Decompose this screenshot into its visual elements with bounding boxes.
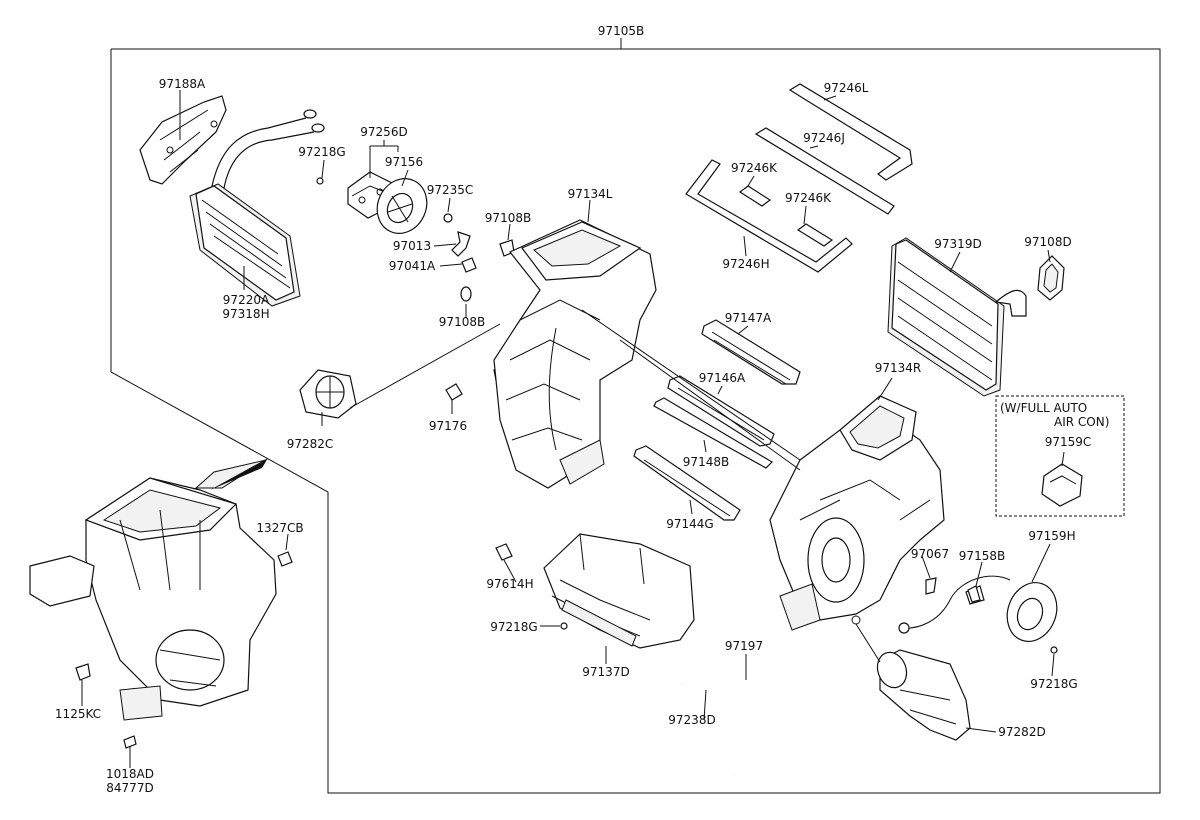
label-97218G-top: 97218G (298, 145, 345, 159)
part-labels: 97105B 97188A 97218G 97256D 97156 97235C… (55, 24, 1109, 795)
bracket-97188A (139, 95, 227, 185)
label-1327CB: 1327CB (256, 521, 303, 535)
label-97246H: 97246H (722, 257, 769, 271)
label-97137D: 97137D (582, 665, 629, 679)
label-97146A: 97146A (699, 371, 746, 385)
label-97246K-2: 97246K (785, 191, 832, 205)
label-97148B: 97148B (683, 455, 729, 469)
label-97614H: 97614H (486, 577, 533, 591)
label-97013: 97013 (393, 239, 431, 253)
main-frame (110, 48, 1161, 794)
hose-97238D (681, 681, 769, 778)
misc-parts (495, 543, 1058, 654)
option-box (995, 395, 1125, 517)
label-97108B-mid: 97108B (439, 315, 485, 329)
label-97159C: 97159C (1045, 435, 1092, 449)
label-97238D: 97238D (668, 713, 715, 727)
label-97282C: 97282C (287, 437, 334, 451)
heater-core (189, 109, 325, 307)
case-right-97134R (769, 395, 945, 631)
label-97246K-1: 97246K (731, 161, 778, 175)
blower-97282D (876, 649, 971, 741)
label-97218G-mid: 97218G (490, 620, 537, 634)
fasteners-lower-left (75, 551, 293, 762)
label-1018AD: 1018AD (106, 767, 154, 781)
label-97319D: 97319D (934, 237, 981, 251)
actuator-97159C (1041, 463, 1083, 507)
seal-strips (685, 83, 913, 273)
label-97246J: 97246J (803, 131, 845, 145)
label-97235C: 97235C (427, 183, 474, 197)
seal-97108D (1037, 255, 1065, 301)
small-fasteners (316, 177, 515, 401)
label-97282D: 97282D (998, 725, 1045, 739)
case-left-97134L (493, 219, 657, 489)
label-97218G-right: 97218G (1030, 677, 1077, 691)
label-97108B-top: 97108B (485, 211, 531, 225)
label-97318H: 97318H (222, 307, 269, 321)
label-97105B: 97105B (598, 24, 644, 38)
duct-97137D (543, 533, 695, 649)
gear-97156 (376, 178, 428, 234)
label-97134R: 97134R (875, 361, 922, 375)
label-97147A: 97147A (725, 311, 772, 325)
label-97246L: 97246L (824, 81, 869, 95)
label-97197: 97197 (725, 639, 763, 653)
label-97188A: 97188A (159, 77, 206, 91)
label-97158B: 97158B (959, 549, 1005, 563)
evaporator-97319D (887, 237, 1027, 397)
label-97134L: 97134L (568, 187, 613, 201)
label-97156: 97156 (385, 155, 423, 169)
label-97159H: 97159H (1028, 529, 1075, 543)
label-84777D: 84777D (106, 781, 153, 795)
label-97176: 97176 (429, 419, 467, 433)
doors (633, 319, 801, 521)
note-line2: AIR CON) (1054, 415, 1109, 429)
label-97220A: 97220A (223, 293, 270, 307)
hvac-assembly (29, 459, 277, 721)
leader-lines (81, 90, 1065, 768)
label-97067: 97067 (911, 547, 949, 561)
label-97144G: 97144G (666, 517, 713, 531)
motor-97159H (898, 575, 1058, 642)
label-97108D: 97108D (1024, 235, 1071, 249)
motor-97282C (299, 369, 357, 419)
label-1125KC: 1125KC (55, 707, 101, 721)
note-line1: (W/FULL AUTO (1000, 401, 1087, 415)
label-97256D: 97256D (360, 125, 407, 139)
label-97041A: 97041A (389, 259, 436, 273)
